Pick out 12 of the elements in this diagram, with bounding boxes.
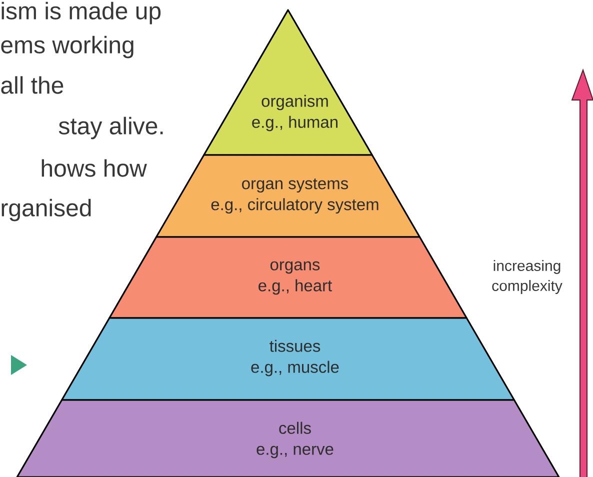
pyramid-level: organism e.g., human: [203, 9, 373, 156]
body-text: rganised: [2, 198, 91, 222]
body-text: hows how: [42, 159, 147, 177]
body-text: ems working: [1, 36, 134, 58]
pyramid-level: tissues e.g., muscle: [61, 317, 515, 401]
pyramid-level: organs e.g., heart: [108, 236, 468, 319]
body-text: stay alive.: [58, 116, 163, 140]
arrow-label: increasing complexity: [492, 260, 562, 294]
body-text: ism is made up: [2, 2, 161, 24]
body-text: all the: [1, 76, 64, 94]
pyramid-level: cells e.g., nerve: [16, 399, 560, 477]
pyramid-level: organ systems e.g., circulatory system: [156, 154, 420, 238]
